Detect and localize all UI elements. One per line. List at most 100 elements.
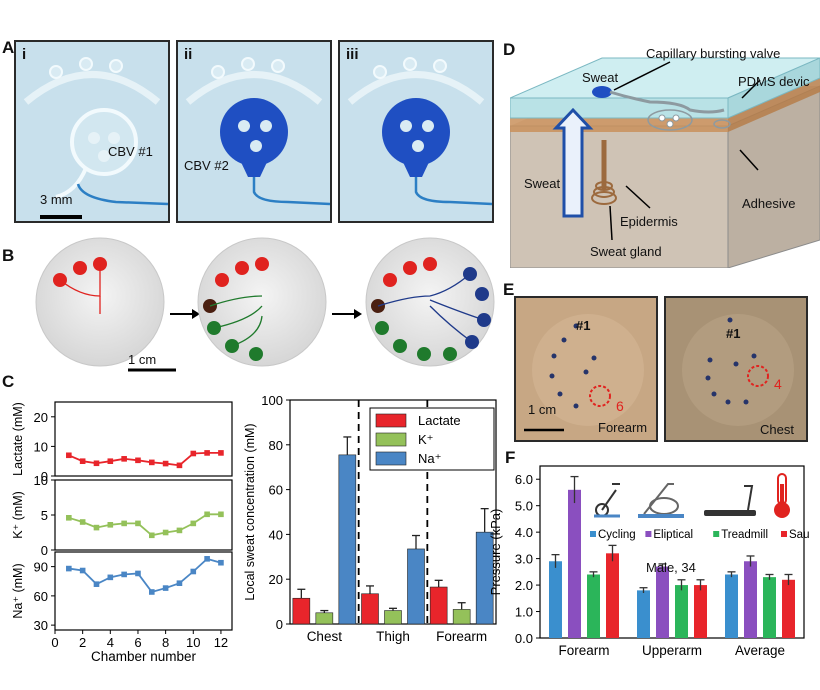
marker-e-right: #1 [726,326,741,341]
scale-bar-label-e: 1 cm [528,402,557,417]
point-0-2 [93,460,100,467]
category-label-2: Average [735,643,785,658]
photo-a-ii: ii CBV #2 [176,40,332,223]
subpanel-label-i: i [22,46,27,63]
site-e-left: Forearm [598,420,648,435]
legend-label-0: Lactate [418,413,461,428]
point-0-10 [204,450,210,456]
subject-label: Male, 34 [646,560,696,575]
legend-swatch-1 [375,432,407,447]
point-2-2 [93,581,100,587]
point-0-5 [135,457,141,464]
bar-0-0 [292,597,311,625]
bike-icon [594,483,620,518]
xtick-label-3: 6 [134,635,141,650]
legend-label-2: Na⁺ [418,451,441,466]
label-epidermis: Epidermis [620,214,678,229]
device-micrograph-ii [185,57,330,206]
category-label-1: Thigh [376,629,410,644]
point-2-7 [162,585,169,591]
ylabel-0: Lactate (mM) [11,402,25,476]
ytick-label-1-1: 5 [41,508,48,523]
scale-bar-label-a: 3 mm [40,192,73,207]
photo-a-i: i CBV #1 3 mm [14,40,170,223]
legend-label-3: Sauna [789,529,810,541]
ylabel: Local sweat concentration (mM) [243,423,257,600]
annotation-cbv2: CBV #2 [184,158,229,173]
ytick-label-0: 0.0 [515,631,533,646]
point-0-1 [79,458,86,464]
legend-swatch-2 [713,531,720,537]
ylabel-1: K⁺ (mM) [11,491,25,539]
xtick-label-5: 10 [186,635,200,650]
bar-0-1 [315,612,334,625]
ytick-label-2-1: 60 [34,589,48,604]
bar-1-3 [694,585,707,638]
point-2-11 [218,559,224,566]
point-1-4 [121,520,127,527]
point-2-3 [107,574,114,581]
legend-label-2: Treadmill [721,529,768,541]
device-on-chest [682,314,794,426]
subpanel-label-ii: ii [184,46,193,63]
ytick-label-0: 0 [276,617,283,632]
legend-swatch-0 [590,531,596,537]
ytick-label-3: 3.0 [515,552,533,567]
bar-0-2 [338,454,357,625]
xtick-label-1: 2 [79,635,86,650]
panel-label-c: C [2,372,15,391]
point-1-6 [148,532,155,539]
bar-1-0 [637,590,650,638]
device-disc-3 [365,237,495,367]
legend-label-1: Eliptical [653,529,693,541]
device-on-forearm [524,314,644,432]
point-0-7 [162,460,169,467]
point-2-9 [190,568,197,575]
legend-label-1: K⁺ [418,432,434,447]
bar-1-1 [656,566,669,638]
point-0-6 [148,459,155,466]
scale-bar-label-b: 1 cm [128,352,157,367]
label-sweat-side: Sweat [524,176,561,191]
panel-label-d: D [503,40,516,59]
bar-1-2 [675,585,688,638]
point-0-8 [176,462,183,469]
legend-swatch-1 [645,531,652,537]
point-2-1 [79,567,86,574]
panel-label-f: F [505,448,516,467]
point-1-1 [79,519,86,525]
ytick-label-6: 6.0 [515,472,533,487]
legend-swatch-2 [375,451,407,466]
point-2-8 [176,580,183,586]
point-2-4 [121,571,127,578]
device-disc-2 [197,237,327,367]
site-e-right: Chest [760,422,794,437]
ytick-label-5: 5.0 [515,499,533,514]
plot-frame [539,465,805,639]
photo-e-forearm: #1 6 1 cm Forearm [514,296,658,442]
point-1-9 [190,520,197,527]
category-label-0: Forearm [558,643,609,658]
bar-2-3 [782,579,795,638]
bar-0-1 [568,489,581,638]
label-adhesive: Adhesive [742,196,796,211]
point-2-6 [148,589,155,595]
xtick-label-6: 12 [214,635,228,650]
ylabel-2: Na⁺ (mM) [11,563,25,618]
device-micrograph-i [23,57,168,219]
legend-swatch-0 [375,413,407,428]
subplot-frame-0 [54,401,233,477]
point-0-0 [66,452,72,459]
bar-1-0 [361,593,379,625]
bar-2-1 [744,561,757,638]
device-micrograph-iii [347,57,492,206]
xtick-label-4: 8 [162,635,169,650]
category-label-0: Chest [307,629,343,644]
xtick-label-0: 0 [51,635,58,650]
point-1-5 [135,520,141,527]
xlabel: Chamber number [91,649,197,664]
bar-1-1 [384,610,402,625]
point-0-4 [121,456,127,462]
marker-e-left: #1 [576,318,591,333]
